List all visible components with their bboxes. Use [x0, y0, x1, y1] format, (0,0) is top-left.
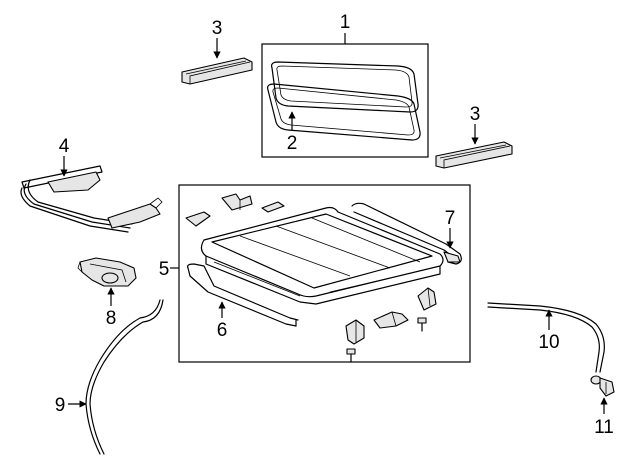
callout-2: 2 — [287, 133, 298, 154]
callout-3-left: 3 — [212, 18, 223, 39]
callout-11: 11 — [594, 417, 614, 438]
front-rail — [187, 263, 299, 327]
callout-5: 5 — [159, 259, 170, 280]
drain-valve — [590, 375, 615, 397]
bolts — [346, 317, 427, 363]
callout-7: 7 — [445, 208, 456, 229]
callout-9: 9 — [55, 395, 66, 416]
side-rail — [351, 202, 462, 265]
rail-assembly — [20, 165, 163, 233]
callout-10: 10 — [538, 332, 559, 353]
callout-8: 8 — [106, 308, 117, 329]
sunroof-frame-box — [178, 184, 471, 363]
sunroof-motor — [77, 257, 137, 287]
front-brackets — [185, 193, 285, 227]
callout-3-right: 3 — [470, 104, 481, 125]
deflector-trim-left — [181, 57, 253, 85]
glass-seal — [267, 83, 421, 141]
rear-brackets — [345, 287, 437, 345]
glass-panel — [271, 61, 419, 113]
callout-6: 6 — [217, 320, 228, 341]
drain-hose-left — [85, 299, 164, 455]
callout-1: 1 — [340, 12, 351, 33]
drain-hose-right — [487, 302, 605, 373]
callout-4: 4 — [59, 136, 70, 157]
deflector-trim-right — [435, 141, 513, 169]
sunroof-housing — [200, 206, 444, 305]
